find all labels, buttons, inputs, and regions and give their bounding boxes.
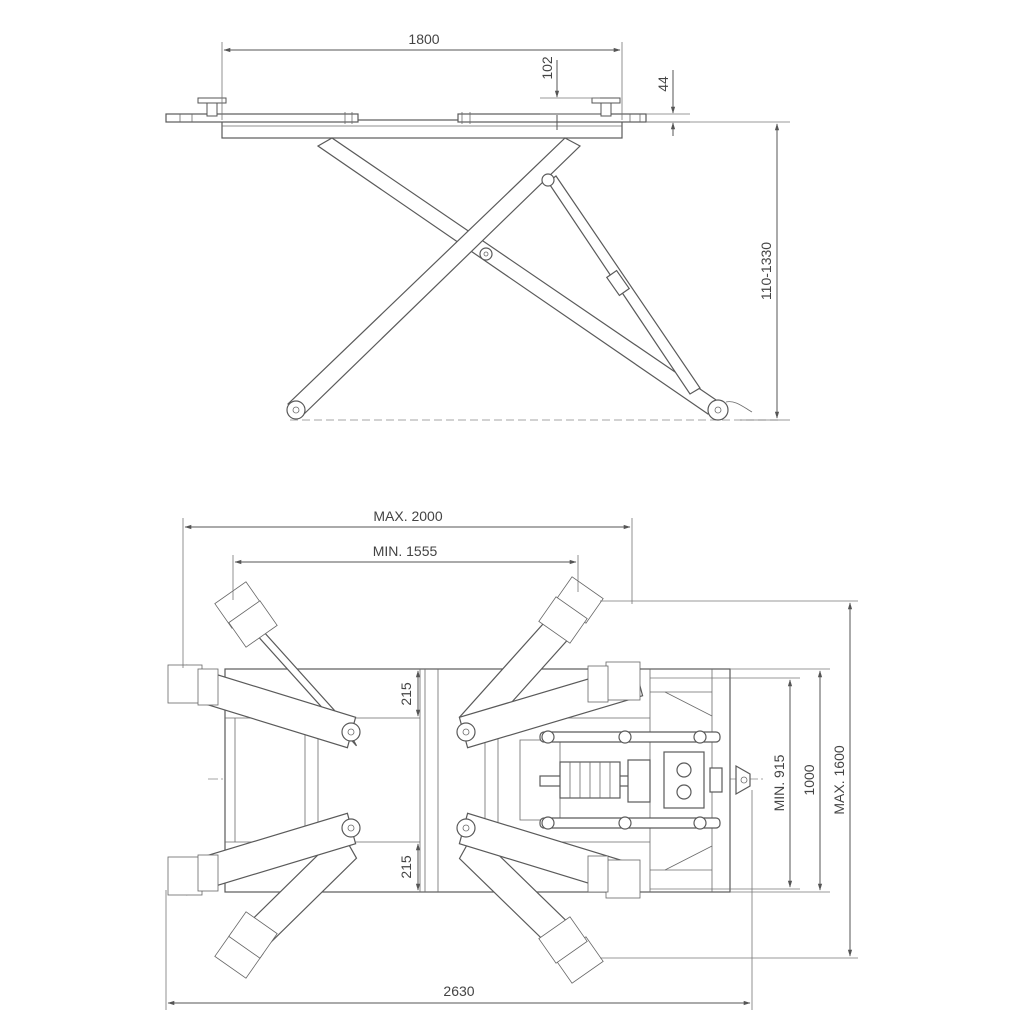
dim-label-min-915: MIN. 915 [771,754,787,811]
dim-platform-44: 44 [646,70,690,136]
dim-label-max-1600: MAX. 1600 [831,745,847,814]
hydraulic-unit [539,730,751,830]
dim-label-2630: 2630 [443,983,474,999]
dim-min-1555: MIN. 1555 [232,543,579,600]
arm-pivots [341,722,476,838]
dim-min-915: MIN. 915 [650,677,800,890]
side-view: 1800 102 44 110-1330 [165,31,790,421]
dim-label-1000: 1000 [801,764,817,795]
platform-body [221,119,623,139]
dim-max-1600: MAX. 1600 [600,600,858,959]
dim-gap-215-top: 215 [398,670,421,717]
dim-gap-215-bottom: 215 [398,843,421,891]
dim-pad-height-102: 102 [539,56,600,130]
left-lift-pad [197,97,227,117]
dim-label-max-2000: MAX. 2000 [373,508,442,524]
handle-tip [735,764,751,796]
center-pivot [479,247,493,261]
arm-pads [167,576,641,984]
lift-arms [177,591,644,968]
dim-lift-height: 110-1330 [646,121,790,421]
right-arm-extension [457,113,647,123]
left-roller [286,400,306,420]
left-arm-extension [165,113,359,123]
dim-total-2630: 2630 [165,790,753,1010]
dim-label-min-1555: MIN. 1555 [373,543,438,559]
right-roller [707,399,729,421]
dim-base-1000: 1000 [730,668,830,893]
scissor-mechanism [286,137,753,421]
platform-side [165,97,647,139]
dim-label-215-top: 215 [398,682,414,706]
right-lift-pad [591,97,621,117]
dim-label-1800: 1800 [408,31,439,47]
dim-label-102: 102 [539,56,555,80]
dim-width-1800: 1800 [221,31,623,120]
dim-label-215-bottom: 215 [398,855,414,879]
dim-label-44: 44 [655,76,671,92]
scissor-arm-1 [316,137,724,415]
top-view: MAX. 2000 MIN. 1555 215 215 MIN. 915 [165,508,858,1010]
dim-max-2000: MAX. 2000 [182,508,633,668]
dim-label-110-1330: 110-1330 [758,242,774,300]
